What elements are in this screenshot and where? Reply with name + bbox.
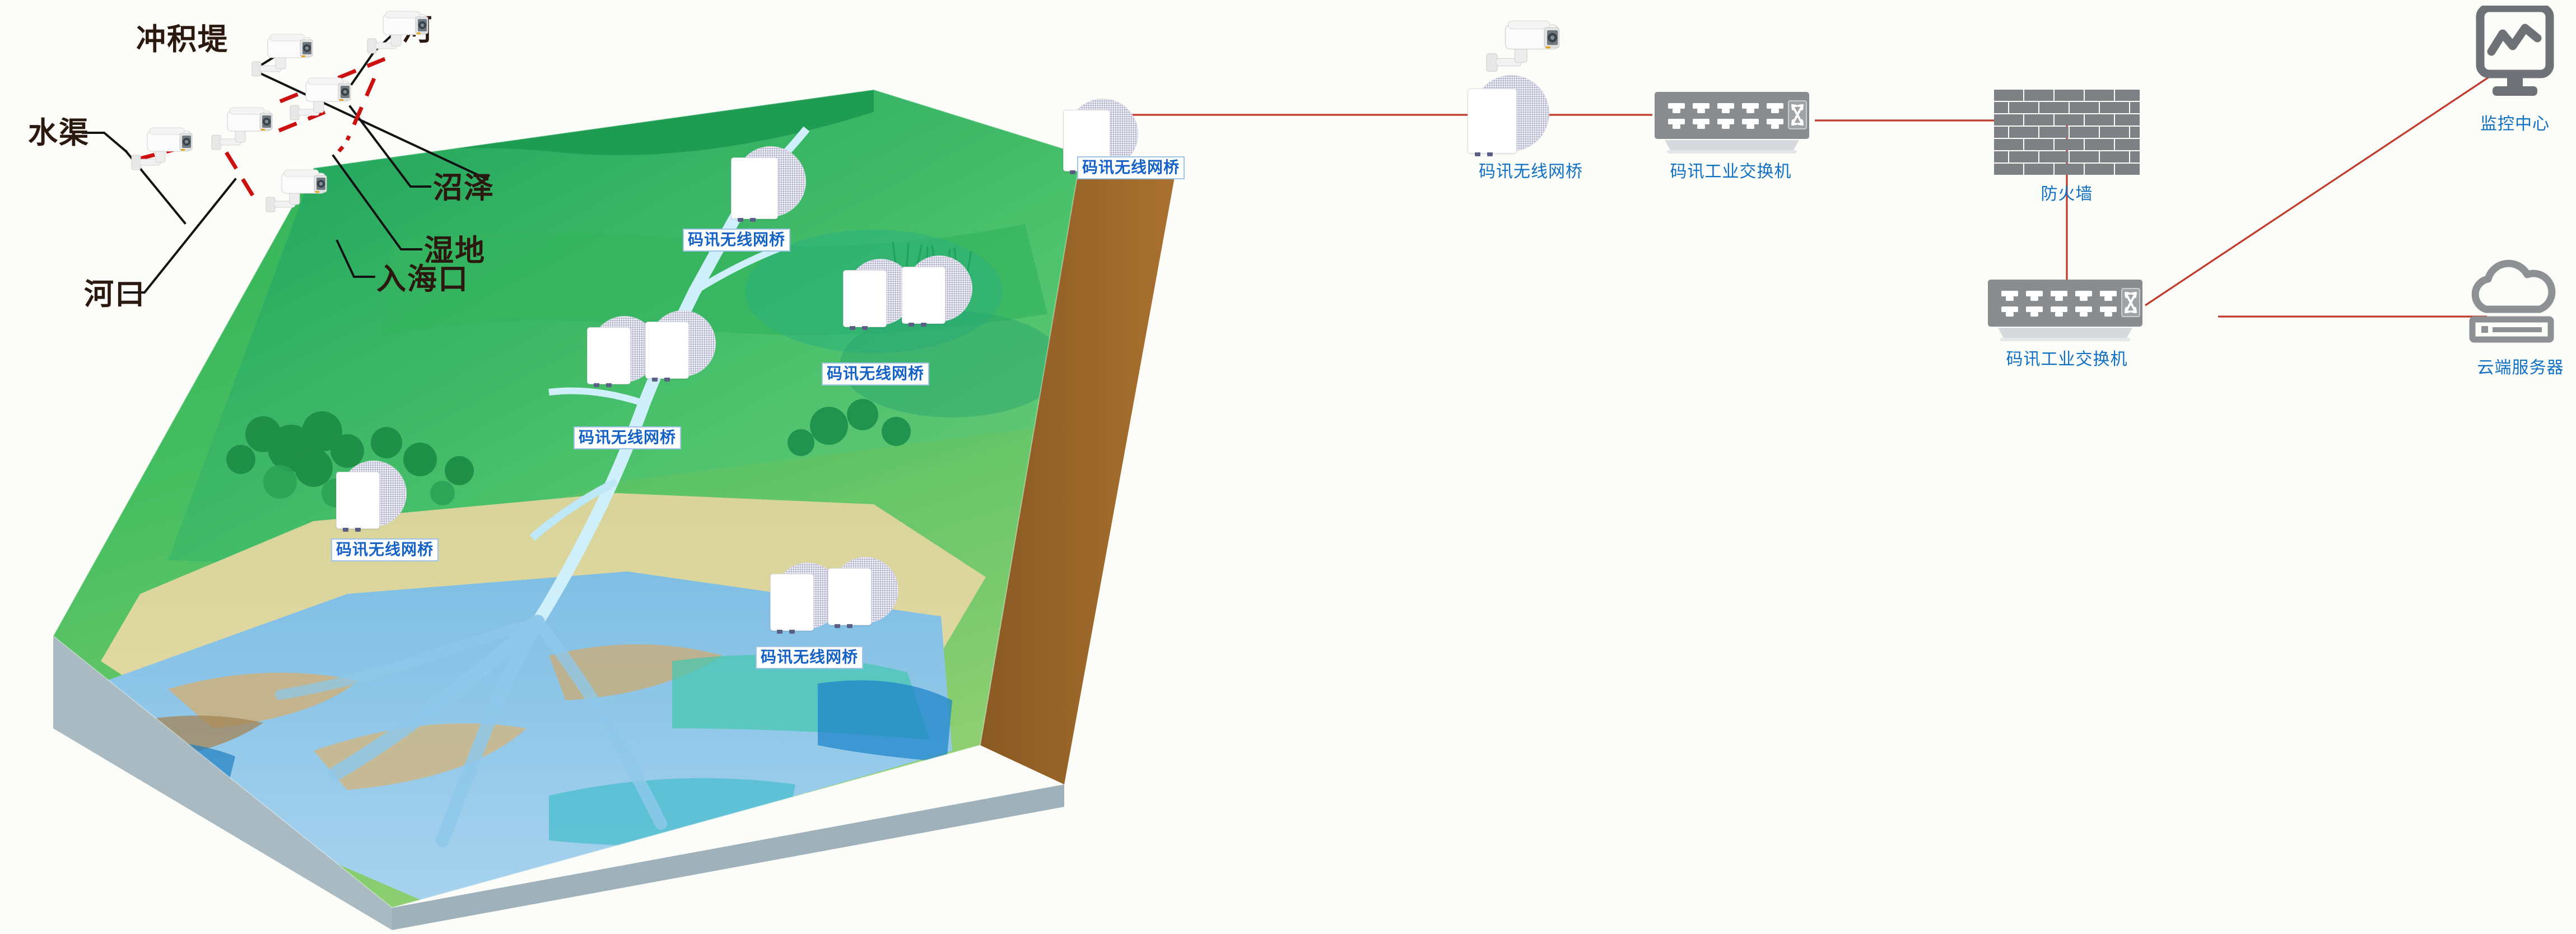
- camera-2: [367, 11, 428, 54]
- wire-switch2-monitor: [2145, 72, 2496, 306]
- bridge-unit-icon: [336, 472, 380, 532]
- bridge-unit-icon: [587, 327, 631, 387]
- firewall-label: 防火墙: [2041, 185, 2093, 203]
- switch-2-label: 码讯工业交换机: [2006, 350, 2128, 369]
- camera-7-head-end: [1486, 20, 1560, 72]
- bridge-6-label: 码讯无线网桥: [756, 646, 864, 670]
- bridge-unit-icon: [645, 322, 689, 382]
- wlink-3-4: [337, 145, 344, 153]
- wireless-bridge-4b[interactable]: [645, 308, 718, 382]
- camera-5: [131, 127, 193, 170]
- wireless-bridge-5[interactable]: [336, 458, 409, 532]
- wireless-bridge-1[interactable]: [731, 143, 809, 222]
- bridge-unit-icon: [902, 267, 945, 327]
- terrain-label-canal: 水渠: [28, 117, 90, 150]
- bridge-4-label: 码讯无线网桥: [574, 426, 682, 450]
- leader-wetland: [332, 154, 422, 250]
- camera-3: [290, 77, 351, 120]
- bridge-head-end-label: 码讯无线网桥: [1479, 162, 1583, 181]
- bridge-5-label: 码讯无线网桥: [331, 538, 439, 562]
- leader-estuary: [336, 239, 375, 278]
- terrain-label-river-mouth: 河口: [84, 278, 146, 311]
- wireless-bridge-3b[interactable]: [902, 253, 975, 327]
- leader-levee-2: [251, 68, 489, 181]
- wireless-bridge-6b[interactable]: [828, 555, 901, 628]
- bridge-3-label: 码讯无线网桥: [822, 363, 930, 386]
- bridge-unit-icon: [770, 574, 814, 634]
- monitor-chart-icon[interactable]: [2476, 6, 2554, 112]
- switch-1-icon[interactable]: [1652, 90, 1815, 162]
- bridge-unit-icon: [843, 270, 887, 330]
- switch-1-label: 码讯工业交换机: [1670, 162, 1792, 181]
- leader-rivermouth: [123, 178, 237, 294]
- leader-canal: [82, 132, 128, 153]
- wireless-bridge-head-end[interactable]: [1468, 73, 1552, 157]
- cloud-server-label: 云端服务器: [2477, 359, 2564, 377]
- bridge-unit-icon: [731, 157, 778, 222]
- bridge-unit-icon: [828, 568, 872, 628]
- terrain-label-levee: 冲积堤: [136, 24, 229, 56]
- bridge-unit-icon: [1468, 89, 1517, 156]
- leader-marsh: [348, 105, 431, 188]
- terrain-label-marsh: 沼泽: [433, 172, 495, 205]
- bridge-2-label: 码讯无线网桥: [1077, 156, 1185, 180]
- terrain-label-wetland: 湿地: [424, 235, 486, 267]
- wlink-2-3: [345, 77, 376, 141]
- monitor-center-label: 监控中心: [2480, 115, 2550, 133]
- cloud-server-icon[interactable]: [2465, 258, 2560, 353]
- wlink-4-6: [225, 151, 257, 200]
- camera-4: [211, 107, 273, 150]
- camera-1: [251, 34, 313, 77]
- switch-2-icon[interactable]: [1986, 277, 2148, 350]
- firewall-icon[interactable]: [1994, 90, 2140, 182]
- bridge-1-label: 码讯无线网桥: [683, 229, 791, 252]
- terrain-label-estuary: 入海口: [376, 263, 469, 296]
- wlink-1-2: [279, 56, 388, 104]
- wireless-bridge-6a[interactable]: [770, 560, 843, 634]
- camera-6: [265, 169, 327, 212]
